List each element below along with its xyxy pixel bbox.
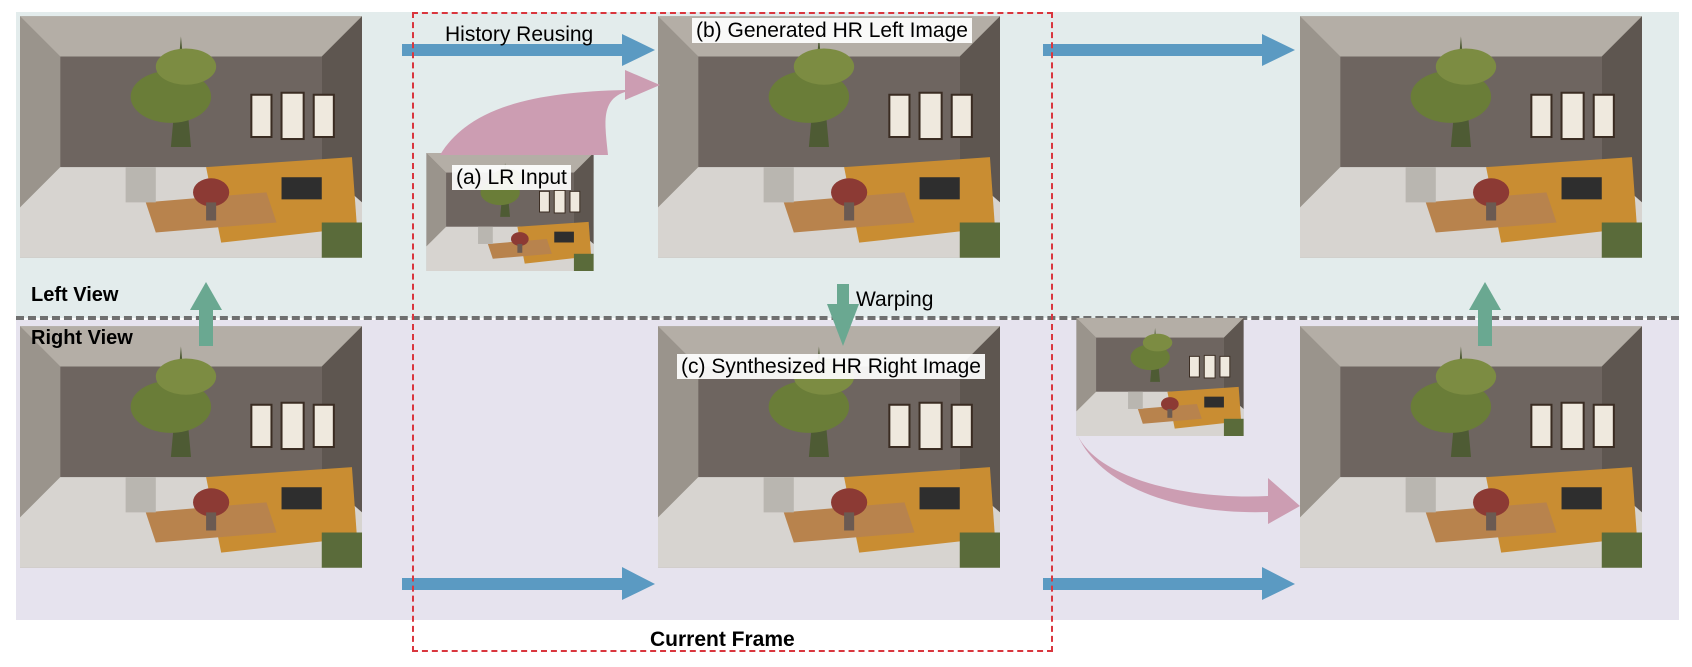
history-reusing-label: History Reusing bbox=[445, 23, 594, 46]
right-view-label: Right View bbox=[31, 327, 133, 349]
current-frame-label: Current Frame bbox=[650, 628, 795, 651]
left-view-next-frame-image bbox=[1300, 16, 1642, 258]
left-view-label: Left View bbox=[31, 284, 119, 306]
right-view-next-frame-image bbox=[1300, 326, 1642, 568]
lr-input-next-image bbox=[1068, 318, 1252, 436]
left-view-previous-frame-image bbox=[20, 16, 362, 258]
right-view-previous-frame-image bbox=[20, 326, 362, 568]
lr-input-caption: (a) LR Input bbox=[452, 165, 571, 190]
synthesized-hr-right-caption: (c) Synthesized HR Right Image bbox=[677, 354, 985, 379]
warping-label: Warping bbox=[856, 288, 934, 311]
current-frame-box bbox=[412, 12, 1053, 652]
generated-hr-left-caption: (b) Generated HR Left Image bbox=[692, 18, 972, 43]
